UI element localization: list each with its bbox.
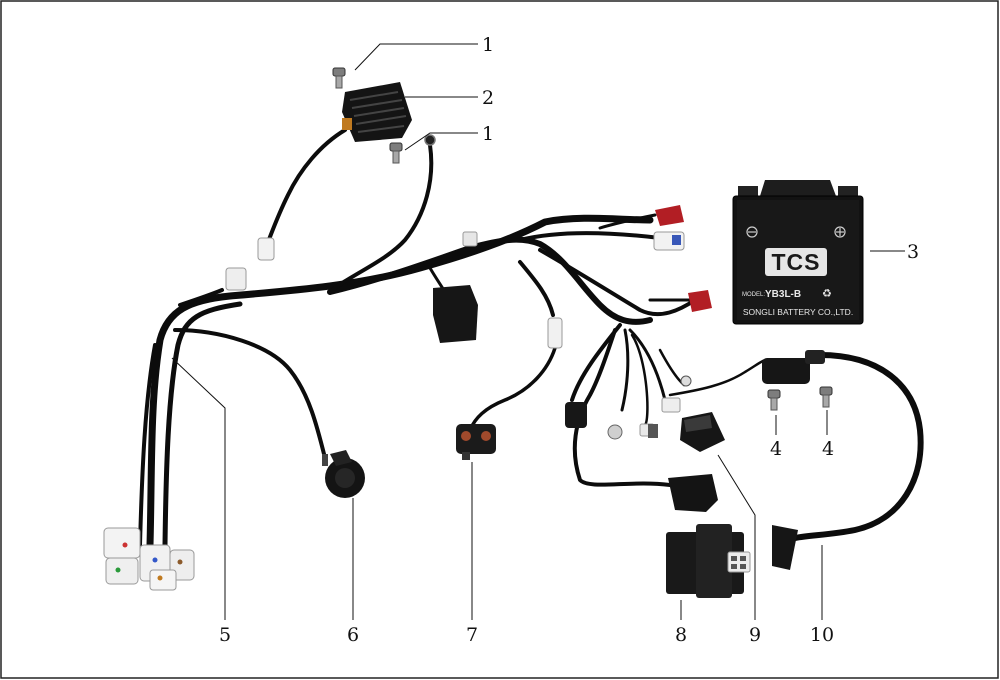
callout-6: 6 <box>347 624 359 646</box>
callout-labels: 1 2 1 3 4 4 5 6 7 8 9 10 <box>219 34 919 646</box>
callout-1-upper: 1 <box>482 34 494 56</box>
starter-relay <box>456 424 496 460</box>
harness-white-connectors <box>225 231 692 440</box>
battery-recycle-icon: ♻ <box>822 288 832 300</box>
callout-2: 2 <box>482 87 494 109</box>
callout-9: 9 <box>749 624 761 646</box>
callout-4-right: 4 <box>822 438 834 460</box>
callout-4-left: 4 <box>770 438 782 460</box>
battery-model: YB3L-B <box>765 289 801 300</box>
harness-black-components <box>433 285 718 512</box>
callout-leaders <box>171 43 905 620</box>
callout-10: 10 <box>810 624 834 646</box>
harness-connector-bundle <box>103 527 195 591</box>
bolt-lower <box>389 142 403 164</box>
voltage-regulator <box>342 82 412 142</box>
callout-1-lower: 1 <box>482 123 494 145</box>
battery: TCS MODEL: YB3L-B ♻ SONGLI BATTERY CO.,L… <box>732 180 864 325</box>
cdi-unit <box>666 524 751 598</box>
callout-5: 5 <box>219 624 231 646</box>
coil-bolt-left <box>767 389 781 411</box>
red-terminal-covers <box>655 205 712 312</box>
callout-7: 7 <box>466 624 478 646</box>
battery-brand: TCS <box>772 249 821 275</box>
horn <box>322 450 365 498</box>
battery-model-prefix: MODEL: <box>742 292 765 298</box>
wiring-harness <box>138 128 767 549</box>
coil-bolt-right <box>819 386 833 408</box>
ignition-coil <box>762 350 924 570</box>
callout-8: 8 <box>675 624 687 646</box>
ground-ring-terminal <box>424 134 436 146</box>
callout-3: 3 <box>907 241 919 263</box>
flasher-relay <box>680 412 725 452</box>
battery-maker: SONGLI BATTERY CO.,LTD. <box>743 307 853 317</box>
bolt-upper <box>332 67 346 89</box>
